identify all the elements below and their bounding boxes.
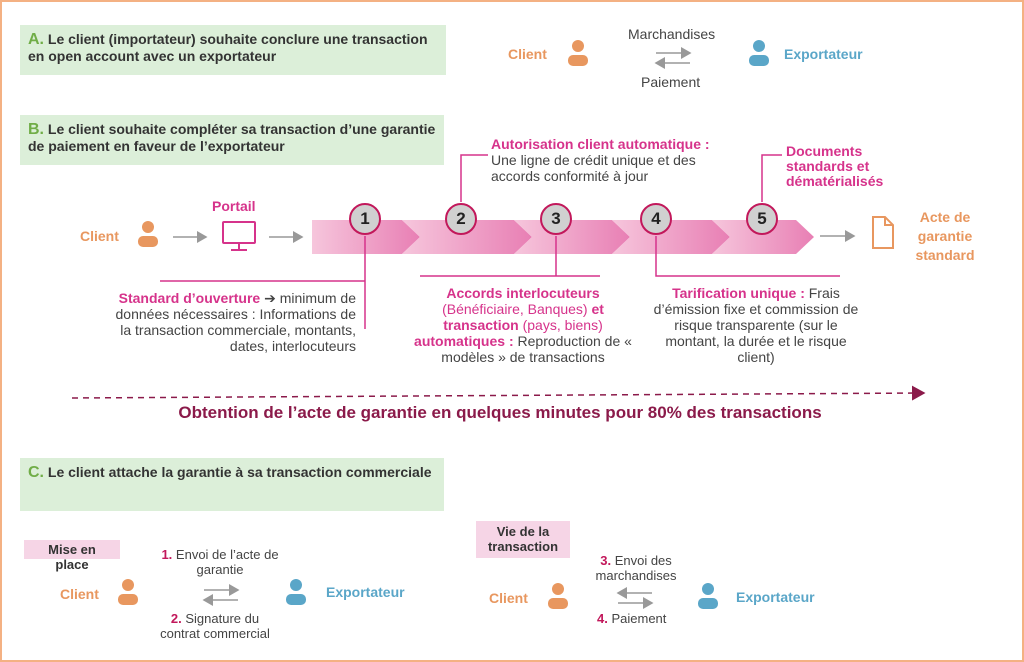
exporter-person-icon: [749, 40, 769, 66]
step-3-badge: 3: [540, 203, 572, 235]
step-2-caption: 2. Signature du contrat commercial: [150, 611, 280, 641]
section-c-letter: C.: [28, 464, 44, 481]
section-c-exporter-label: Exportateur: [326, 584, 405, 600]
section-a-exporter-label: Exportateur: [784, 46, 863, 62]
step-4-number: 4.: [597, 611, 608, 626]
section-b-client-label: Client: [80, 228, 119, 244]
exchange-arrows-icon: [654, 47, 692, 69]
step-2-number: 2.: [170, 611, 182, 626]
step-1-caption: 1. Envoi de l’acte de garantie: [150, 547, 290, 577]
section-a-text: Le client (importateur) souhaite conclur…: [28, 31, 428, 64]
authorization-callout: Autorisation client automatique : Une li…: [491, 136, 746, 184]
guarantee-result-label: Acte de garantie standard: [915, 209, 975, 263]
agreements-body: Reproduction de « modèles » de transacti…: [441, 333, 632, 365]
section-c-client2-label: Client: [489, 590, 528, 606]
section-a-box: A. Le client (importateur) souhaite conc…: [20, 25, 446, 75]
documents-callout: Documents standards et dématérialisés: [786, 143, 884, 189]
step-1-text: Envoi de l’acte de garantie: [175, 547, 279, 577]
section-b-letter: B.: [28, 121, 44, 138]
step-4-badge: 4: [640, 203, 672, 235]
section-c-text: Le client attache la garantie à sa trans…: [47, 464, 432, 480]
section-a-client-label: Client: [508, 46, 547, 62]
client-person-icon: [138, 221, 158, 247]
pricing-body: Frais d’émission fixe et commission de r…: [653, 285, 859, 365]
agreements-sub-1: (Bénéficiaire, Banques): [442, 301, 588, 317]
step-5-badge: 5: [746, 203, 778, 235]
agreements-title-3: automatiques :: [414, 333, 514, 349]
client-person-icon: [118, 579, 138, 605]
goods-label: Marchandises: [628, 26, 716, 42]
exporter-person-icon: [286, 579, 306, 605]
standard-callout: Standard d’ouverture ➔ minimum de donnée…: [104, 290, 356, 354]
section-b-text: Le client souhaite compléter sa transact…: [28, 121, 436, 154]
pricing-title: Tarification unique :: [672, 285, 805, 301]
agreements-sub-2: (pays, biens): [522, 317, 603, 333]
exporter-person-icon: [698, 583, 718, 609]
payment-label: Paiement: [641, 74, 701, 90]
agreements-et: et: [591, 301, 604, 317]
agreements-title-1: Accords interlocuteurs: [446, 285, 600, 301]
section-c-box: C. Le client attache la garantie à sa tr…: [20, 458, 444, 511]
section-c-exporter2-label: Exportateur: [736, 589, 815, 605]
headline: Obtention de l’acte de garantie en quelq…: [178, 403, 822, 422]
step-2-text: Signature du contrat commercial: [160, 611, 270, 641]
standard-arrow: ➔: [264, 290, 276, 306]
step-4-text: Paiement: [611, 611, 667, 626]
authorization-title: Autorisation client automatique :: [491, 136, 710, 152]
standard-title: Standard d’ouverture: [118, 290, 261, 306]
agreements-callout: Accords interlocuteurs (Bénéficiaire, Ba…: [410, 285, 636, 365]
process-chevrons: [312, 220, 814, 254]
section-b-box: B. Le client souhaite compléter sa trans…: [20, 115, 444, 165]
exchange-arrows-icon: [616, 587, 654, 609]
standard-body: minimum de données nécessaires : Informa…: [115, 290, 356, 354]
setup-badge: Mise en place: [24, 540, 120, 572]
authorization-body: Une ligne de crédit unique et des accord…: [491, 152, 696, 184]
step-3-number: 3.: [600, 553, 612, 568]
step-2-badge: 2: [445, 203, 477, 235]
step-3-text: Envoi des marchandises: [595, 553, 677, 583]
step-4-caption: 4. Paiement: [597, 611, 666, 627]
step-1-badge: 1: [349, 203, 381, 235]
agreements-title-2: transaction: [443, 317, 519, 333]
step-1-number: 1.: [161, 547, 173, 562]
exchange-arrows-icon: [202, 584, 240, 606]
document-icon: [872, 216, 894, 249]
section-a-letter: A.: [28, 31, 44, 48]
section-c-client-label: Client: [60, 586, 99, 602]
step-3-caption: 3. Envoi des marchandises: [590, 553, 682, 583]
dotted-progress-arrow: [71, 385, 926, 401]
pricing-callout: Tarification unique : Frais d’émission f…: [650, 285, 862, 365]
client-person-icon: [568, 40, 588, 66]
callout-connectors: [160, 154, 840, 329]
monitor-icon: [222, 221, 256, 251]
client-person-icon: [548, 583, 568, 609]
transaction-life-badge: Vie de la transaction: [476, 521, 570, 558]
portal-label: Portail: [212, 198, 256, 214]
